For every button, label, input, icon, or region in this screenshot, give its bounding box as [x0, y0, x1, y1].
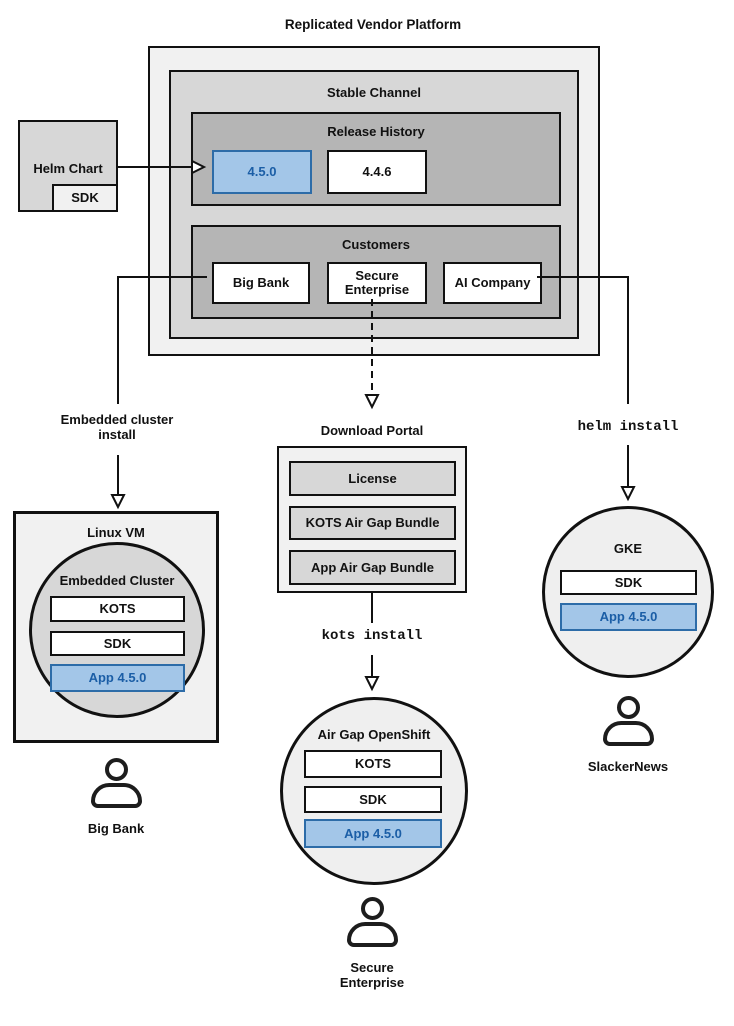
download-portal-app-airgap-bundle: App Air Gap Bundle [289, 550, 456, 585]
openshift-kots-box: KOTS [304, 750, 442, 778]
edge-label-kots-install: kots install [321, 628, 423, 644]
user-big-bank: Big Bank [66, 758, 166, 836]
air-gap-openshift-circle: Air Gap OpenShift KOTS SDK App 4.5.0 [280, 697, 468, 885]
user-secure-enterprise-label: Secure Enterprise [339, 960, 405, 990]
linux-vm-app-box: App 4.5.0 [50, 664, 185, 692]
person-icon [346, 897, 398, 947]
gke-app-box: App 4.5.0 [560, 603, 697, 631]
release-4-4-6: 4.4.6 [327, 150, 427, 194]
linux-vm-sdk-box: SDK [50, 631, 185, 656]
arrowhead-gke [620, 486, 636, 502]
linux-vm-kots-box: KOTS [50, 596, 185, 622]
gke-circle: GKE SDK App 4.5.0 [542, 506, 714, 678]
person-icon [602, 696, 654, 746]
release-4-5-0: 4.5.0 [212, 150, 312, 194]
release-history-box: Release History 4.5.0 4.4.6 [191, 112, 561, 206]
gke-sdk-box: SDK [560, 570, 697, 595]
air-gap-openshift-label: Air Gap OpenShift [317, 727, 431, 742]
linux-vm-label: Linux VM [87, 525, 145, 540]
customer-secure-enterprise: Secure Enterprise [327, 262, 427, 304]
user-secure-enterprise: Secure Enterprise [322, 897, 422, 990]
customers-label: Customers [342, 237, 410, 252]
edge-label-embedded-cluster-install: Embedded cluster install [47, 412, 187, 442]
download-portal-kots-airgap-bundle: KOTS Air Gap Bundle [289, 506, 456, 540]
linux-vm-box: Linux VM Embedded Cluster KOTS SDK App 4… [13, 511, 219, 743]
download-portal-license: License [289, 461, 456, 496]
edge-label-helm-install: helm install [577, 419, 679, 435]
arrowhead-linux-vm [110, 494, 126, 510]
customer-big-bank: Big Bank [212, 262, 310, 304]
customer-ai-company: AI Company [443, 262, 542, 304]
person-icon [90, 758, 142, 808]
diagram-title: Replicated Vendor Platform [284, 17, 462, 32]
stable-channel-label: Stable Channel [327, 85, 421, 100]
openshift-app-box: App 4.5.0 [304, 819, 442, 848]
replicated-vendor-platform-box: Stable Channel Release History 4.5.0 4.4… [148, 46, 600, 356]
openshift-sdk-box: SDK [304, 786, 442, 813]
arrowhead-openshift [364, 676, 380, 692]
helm-chart-box: Helm Chart SDK [18, 120, 118, 212]
helm-chart-label: Helm Chart [33, 161, 103, 176]
edge-label-line1: Embedded cluster [60, 412, 174, 427]
download-portal-title: Download Portal [320, 423, 424, 438]
user-big-bank-label: Big Bank [87, 821, 145, 836]
stable-channel-box: Stable Channel Release History 4.5.0 4.4… [169, 70, 579, 339]
release-history-label: Release History [327, 124, 425, 139]
user-slackernews-label: SlackerNews [587, 759, 669, 774]
gke-label: GKE [613, 541, 643, 556]
helm-chart-sdk-box: SDK [52, 184, 118, 212]
arrowhead-download-portal [364, 394, 380, 410]
user-slackernews: SlackerNews [578, 696, 678, 774]
embedded-cluster-circle: Embedded Cluster KOTS SDK App 4.5.0 [29, 542, 205, 718]
embedded-cluster-label: Embedded Cluster [59, 573, 175, 588]
customers-box: Customers Big Bank Secure Enterprise AI … [191, 225, 561, 319]
edge-label-line2: install [98, 427, 136, 442]
download-portal-box: License KOTS Air Gap Bundle App Air Gap … [277, 446, 467, 593]
